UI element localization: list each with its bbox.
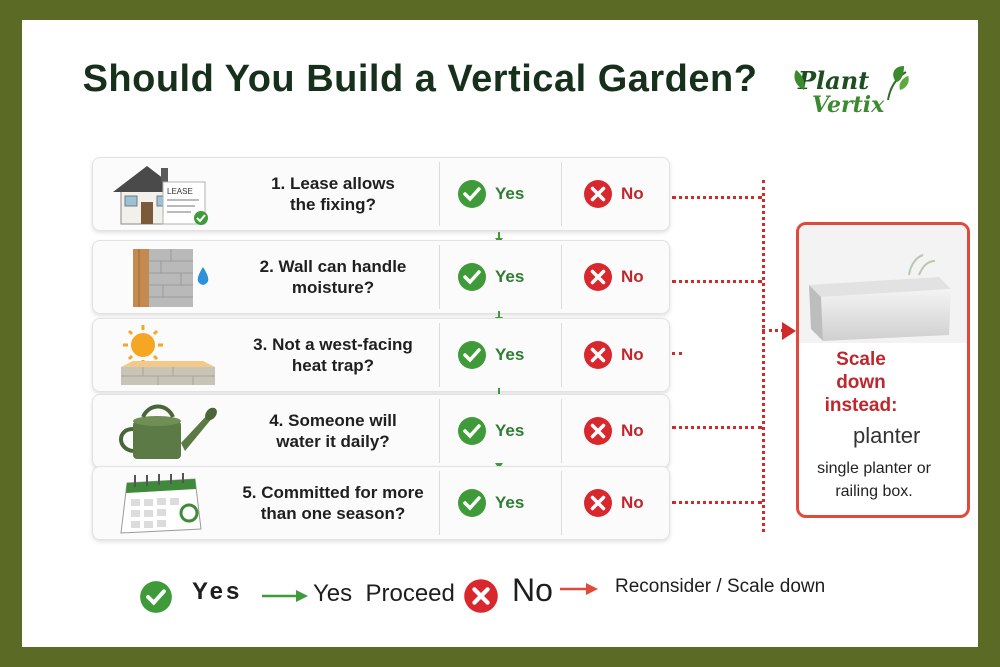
yes-label: Yes — [495, 267, 525, 286]
yes-label: Yes — [495, 345, 525, 364]
question-text: 4. Someone will water it daily? — [269, 410, 397, 451]
no-option[interactable]: No — [583, 415, 644, 447]
logo-text-plant: Plant — [798, 66, 870, 95]
no-connector-3 — [672, 352, 682, 355]
column-divider — [439, 471, 440, 535]
no-option[interactable]: No — [583, 178, 644, 210]
sun-wall-icon — [121, 325, 215, 385]
no-connector-4 — [672, 426, 762, 429]
no-option[interactable]: No — [583, 339, 644, 371]
arrow-right-icon — [560, 583, 598, 595]
check-circle-icon — [458, 263, 486, 291]
legend-no-action: Reconsider / Scale down — [615, 576, 826, 597]
no-connector-2 — [672, 280, 762, 283]
column-divider — [439, 399, 440, 463]
yes-option[interactable]: Yes — [457, 178, 524, 210]
red-arrow-icon — [782, 322, 796, 340]
no-option[interactable]: No — [583, 487, 644, 519]
arrow-right-icon — [262, 590, 308, 602]
question-text: 1. Lease allows the fixing? — [271, 173, 395, 214]
column-divider — [561, 399, 562, 463]
house-lease-icon: LEASE — [113, 166, 208, 225]
lease-sign-label: LEASE — [167, 187, 193, 196]
question-row-1: LEASE 1. Lease allows the fixing? Yes No — [92, 157, 670, 231]
no-label: No — [621, 184, 644, 203]
check-circle-icon — [140, 581, 172, 613]
legend: Yes Yes Proceed No Reconsider / Scale do… — [0, 560, 1000, 620]
watering-can-icon — [119, 404, 217, 459]
calendar-icon — [120, 473, 202, 534]
no-connector-to-panel — [762, 329, 784, 332]
column-divider — [439, 162, 440, 226]
column-divider — [439, 245, 440, 309]
planter-label: planter — [853, 423, 921, 448]
question-text: 2. Wall can handle moisture? — [259, 256, 407, 297]
check-circle-icon — [458, 489, 486, 517]
page-title: Should You Build a Vertical Garden? — [82, 58, 758, 100]
legend-no-label: No — [512, 572, 553, 608]
column-divider — [561, 323, 562, 387]
yes-option[interactable]: Yes — [457, 487, 524, 519]
no-connector-1 — [672, 196, 762, 199]
no-connector-trunk — [762, 180, 765, 532]
leaf-icon — [887, 66, 909, 101]
leaf-icon — [794, 70, 805, 90]
no-label: No — [621, 345, 644, 364]
column-divider — [561, 245, 562, 309]
question-row-4: 4. Someone will water it daily? Yes No — [92, 394, 670, 468]
check-circle-icon — [458, 417, 486, 445]
no-label: No — [621, 493, 644, 512]
scale-down-panel: Scale down instead: planter single plant… — [796, 222, 970, 518]
x-circle-icon — [584, 263, 612, 291]
scale-down-description: single planter or railing box. — [817, 460, 931, 501]
wall-moisture-icon — [133, 249, 209, 307]
column-divider — [561, 162, 562, 226]
yes-option[interactable]: Yes — [457, 261, 524, 293]
check-circle-icon — [458, 341, 486, 369]
no-label: No — [621, 267, 644, 286]
x-circle-icon — [464, 579, 498, 613]
question-row-5: 5. Committed for more than one season? Y… — [92, 466, 670, 540]
x-circle-icon — [584, 341, 612, 369]
yes-option[interactable]: Yes — [457, 415, 524, 447]
yes-label: Yes — [495, 421, 525, 440]
question-row-2: 2. Wall can handle moisture? Yes No — [92, 240, 670, 314]
yes-label: Yes — [495, 493, 525, 512]
question-row-3: 3. Not a west-facing heat trap? Yes No — [92, 318, 670, 392]
column-divider — [561, 471, 562, 535]
question-text: 3. Not a west-facing heat trap? — [253, 334, 413, 375]
logo-text-vertix: Vertix — [812, 92, 885, 118]
check-circle-icon — [458, 180, 486, 208]
no-option[interactable]: No — [583, 261, 644, 293]
yes-option[interactable]: Yes — [457, 339, 524, 371]
no-connector-5 — [672, 501, 762, 504]
x-circle-icon — [584, 417, 612, 445]
question-text: 5. Committed for more than one season? — [242, 482, 424, 523]
legend-yes-action: Yes Proceed — [313, 580, 455, 607]
planter-box-image — [799, 225, 967, 343]
column-divider — [439, 323, 440, 387]
legend-yes-label: Yes — [192, 578, 243, 605]
x-circle-icon — [584, 180, 612, 208]
scale-down-heading: Scale down instead: — [824, 349, 898, 416]
x-circle-icon — [584, 489, 612, 517]
no-label: No — [621, 421, 644, 440]
plant-vertix-logo: Plant Vertix — [790, 62, 910, 132]
yes-label: Yes — [495, 184, 525, 203]
